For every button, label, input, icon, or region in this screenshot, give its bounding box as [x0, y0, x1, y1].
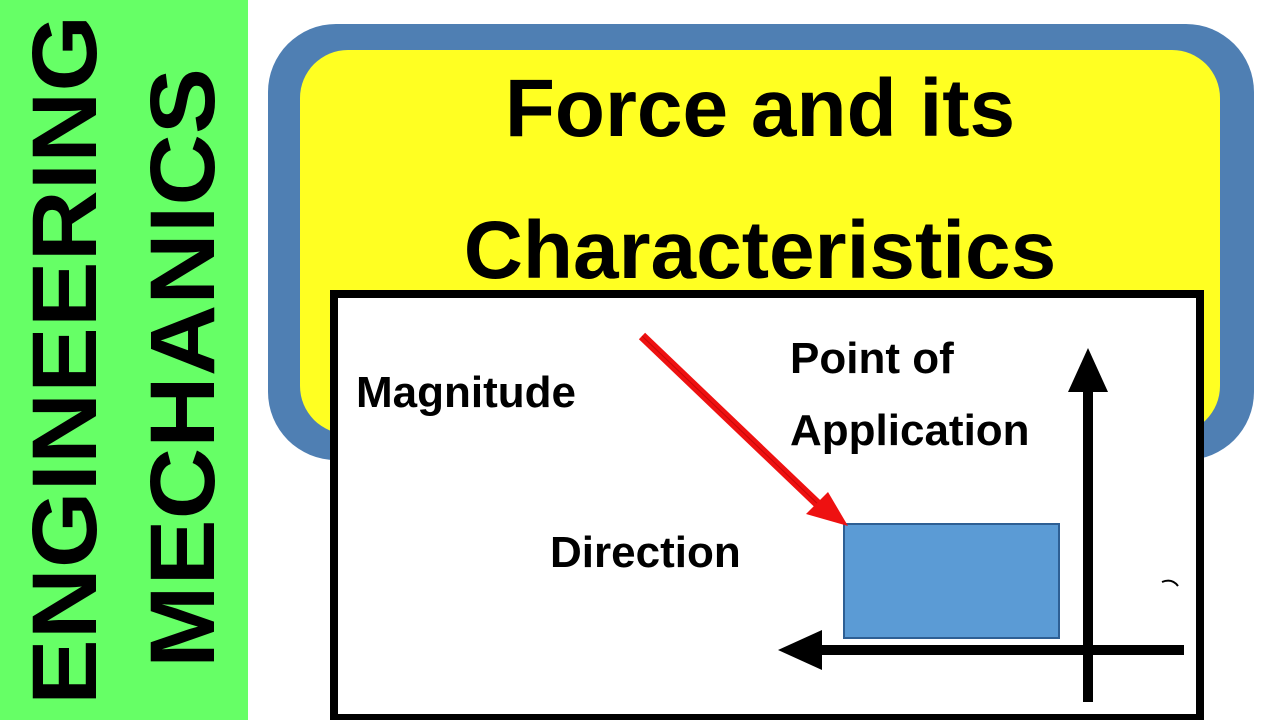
- sidebar-line-mechanics: MECHANICS: [132, 68, 234, 668]
- applied-block: [843, 523, 1060, 639]
- title-line-2: Characteristics: [463, 205, 1057, 296]
- sidebar-title: ENGINEERING MECHANICS: [0, 0, 248, 720]
- label-direction: Direction: [550, 528, 741, 577]
- vertical-axis-arrowhead: [1068, 348, 1108, 392]
- horizontal-axis-arrowhead: [778, 630, 822, 670]
- sidebar-band: [0, 0, 248, 720]
- stray-mark: [1161, 579, 1179, 587]
- label-magnitude: Magnitude: [356, 368, 576, 417]
- force-arrow-head: [806, 492, 848, 526]
- label-point-of: Point of: [790, 334, 954, 383]
- label-application: Application: [790, 406, 1030, 455]
- title-line-1: Force and its: [504, 63, 1016, 154]
- force-arrow-shaft-outline: [641, 335, 823, 509]
- sidebar-line-engineering: ENGINEERING: [14, 15, 116, 705]
